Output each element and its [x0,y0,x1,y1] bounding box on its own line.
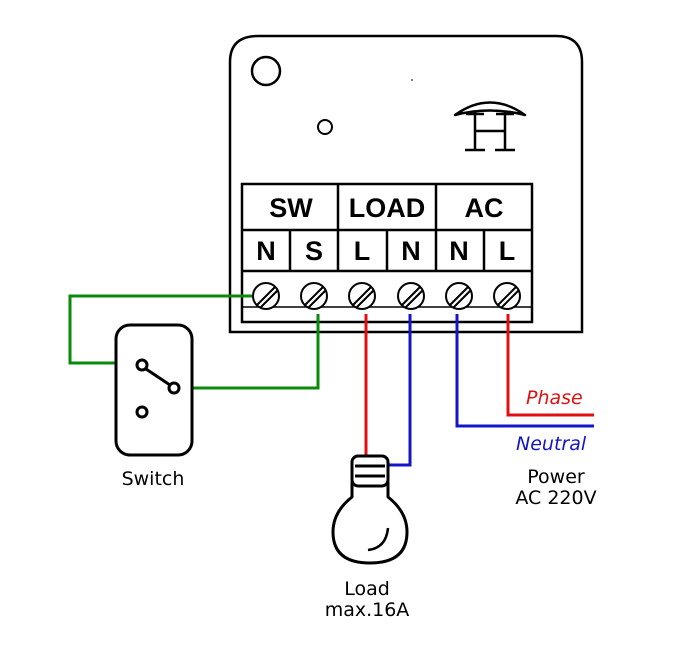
wall-switch-icon [114,323,194,457]
screw-ac-l-icon [493,282,521,310]
group-header-sw: SW [269,193,313,223]
screw-sw-s-icon [300,282,328,310]
terminal-block [240,182,534,324]
screw-sw-n-icon [252,282,280,310]
terminal-label-ac-n: N [449,236,469,266]
screw-ac-n-icon [445,282,473,310]
power-voltage-label: AC 220V [515,487,596,509]
ac-neutral-wire [455,314,594,428]
terminal-label-load-l: L [354,236,371,266]
phase-label: Phase [526,387,583,409]
load-neutral-wire [380,314,412,467]
screw-load-l-icon [348,282,376,310]
screw-load-n-icon [397,282,425,310]
mounting-hole-large [250,55,282,87]
ac-phase-wire [506,314,594,417]
switch-label: Switch [122,468,185,490]
switch-wire-s [174,314,320,390]
terminal-label-load-n: N [401,236,421,266]
load-label: Load [344,578,390,600]
group-header-ac: AC [465,193,504,223]
group-header-load: LOAD [349,193,426,223]
terminal-label-sw-s: S [305,236,323,266]
terminal-label-sw-n: N [256,236,276,266]
switch-wire-n [68,294,252,365]
power-label: Power [527,466,585,488]
light-bulb-icon [331,454,409,565]
brand-logo-icon [453,101,527,152]
terminal-label-ac-l: L [499,236,516,266]
load-rating-label: max.16A [325,599,410,621]
marking-dot [411,79,413,81]
mounting-hole-small [317,119,333,135]
neutral-label: Neutral [516,433,587,455]
